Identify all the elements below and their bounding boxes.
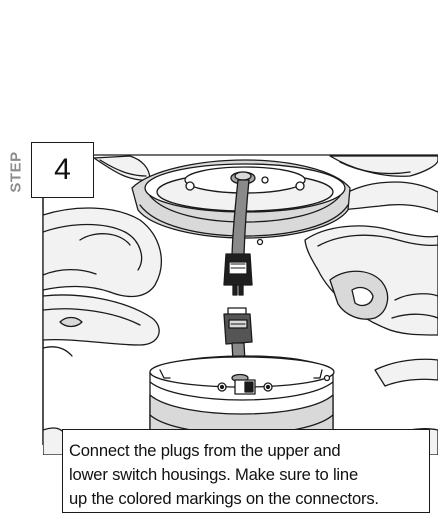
lower-connector-plug: [223, 307, 253, 345]
caption-line-1: Connect the plugs from the upper and: [69, 441, 341, 460]
blade-arm-right: [304, 225, 438, 387]
blade-arm-top-left: [93, 155, 151, 181]
blade-arm-left: [43, 207, 162, 357]
caption-line-2: lower switch housings. Make sure to line: [69, 465, 358, 484]
caption-line-3: up the colored markings on the connector…: [69, 489, 379, 508]
upper-connector-plug: [223, 253, 253, 296]
instruction-caption-box: Connect the plugs from the upper and low…: [62, 429, 430, 513]
blade-arm-top-right: [329, 155, 438, 213]
step-number: 4: [54, 153, 71, 186]
step-number-box: 4: [31, 142, 94, 198]
